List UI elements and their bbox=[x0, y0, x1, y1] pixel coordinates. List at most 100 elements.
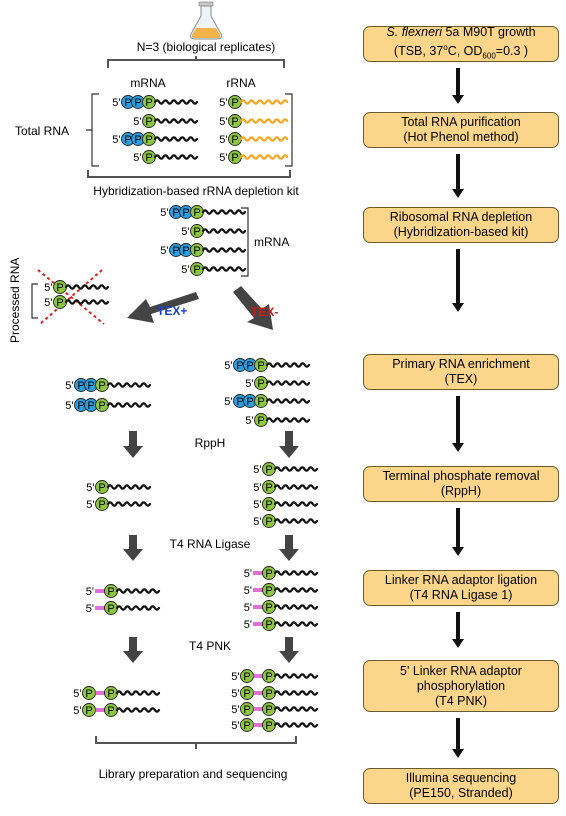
rna-strand bbox=[115, 605, 161, 611]
rna-strand bbox=[273, 466, 319, 472]
phosphate-label: P bbox=[77, 380, 84, 392]
phosphate-label: P bbox=[87, 380, 94, 392]
phosphate-label: P bbox=[85, 705, 92, 717]
step-label: Total RNA purification bbox=[401, 115, 521, 129]
rna-strand bbox=[153, 118, 199, 124]
five-prime-label: 5' bbox=[253, 516, 261, 528]
phosphate-label: P bbox=[134, 134, 141, 146]
phosphate-label: P bbox=[56, 297, 63, 309]
five-prime-label: 5' bbox=[86, 603, 94, 615]
flask-icon bbox=[190, 1, 222, 40]
flow-arrow-head bbox=[452, 749, 464, 758]
rna-strand bbox=[106, 501, 152, 507]
phosphate-label: P bbox=[246, 396, 253, 408]
rna-strand bbox=[239, 118, 289, 124]
rrna-header: rRNA bbox=[226, 76, 255, 90]
step-label: Ribosomal RNA depletion bbox=[389, 210, 533, 224]
phosphate-label: P bbox=[172, 245, 179, 257]
rna-strand bbox=[106, 484, 152, 490]
mrna-bracket-label: mRNA bbox=[254, 235, 289, 249]
step-arrows bbox=[123, 431, 299, 663]
flow-arrow-head bbox=[452, 189, 464, 198]
phosphate-label: P bbox=[243, 688, 250, 700]
step-adaptor-ligation: Linker RNA adaptor ligation (T4 RNA Liga… bbox=[363, 570, 559, 606]
phosphate-label: P bbox=[145, 134, 152, 146]
phosphate-label: P bbox=[98, 482, 105, 494]
rna-strand bbox=[273, 604, 319, 610]
rna-strand bbox=[115, 707, 161, 713]
five-prime-label: 5' bbox=[219, 116, 227, 128]
step-label: Illumina sequencing bbox=[405, 771, 517, 785]
five-prime-label: 5' bbox=[245, 415, 253, 427]
depletion-kit-label: Hybridization-based rRNA depletion kit bbox=[93, 184, 299, 198]
step-sublabel: (T4 RNA Ligase 1) bbox=[409, 588, 513, 602]
replicates-label: N=3 (biological replicates) bbox=[137, 40, 275, 54]
five-prime-label: 5' bbox=[231, 688, 239, 700]
phosphate-label: P bbox=[265, 464, 272, 476]
five-prime-label: 5' bbox=[44, 297, 52, 309]
rna-strand bbox=[201, 247, 247, 253]
rna-strand bbox=[239, 154, 289, 160]
step-sublabel: phosphorylation bbox=[416, 678, 506, 693]
step-rrna-depletion: Ribosomal RNA depletion (Hybridization-b… bbox=[363, 207, 559, 243]
phosphate-label: P bbox=[85, 688, 92, 700]
processed-rna-bracket bbox=[31, 283, 38, 319]
rna-strand bbox=[265, 380, 311, 386]
rna-strand bbox=[201, 209, 247, 215]
five-prime-label: 5' bbox=[231, 671, 239, 683]
phosphate-label: P bbox=[265, 619, 272, 631]
rna-strand bbox=[265, 417, 311, 423]
step-phosphate-removal: Terminal phosphate removal (RppH) bbox=[363, 466, 559, 502]
five-prime-label: 5' bbox=[231, 720, 239, 732]
phosphate-label: P bbox=[265, 688, 272, 700]
phosphate-label: P bbox=[257, 378, 264, 390]
five-prime-label: 5' bbox=[112, 134, 120, 146]
rna-strand bbox=[273, 570, 319, 576]
depletion-brace bbox=[87, 170, 291, 178]
phosphate-label: P bbox=[265, 516, 272, 528]
five-prime-label: 5' bbox=[133, 116, 141, 128]
five-prime-label: 5' bbox=[231, 704, 239, 716]
five-prime-label: 5' bbox=[244, 602, 252, 614]
phosphate-label: P bbox=[98, 380, 105, 392]
tex-plus-label: TEX+ bbox=[157, 304, 187, 318]
five-prime-label: 5' bbox=[245, 378, 253, 390]
five-prime-label: 5' bbox=[86, 586, 94, 598]
rna-strand bbox=[265, 398, 311, 404]
phosphate-label: P bbox=[107, 603, 114, 615]
five-prime-label: 5' bbox=[112, 97, 120, 109]
phosphate-label: P bbox=[124, 134, 131, 146]
phosphate-label: P bbox=[265, 499, 272, 511]
phosphate-label: P bbox=[98, 499, 105, 511]
phosphate-label: P bbox=[193, 226, 200, 238]
phosphate-label: P bbox=[265, 671, 272, 683]
library-brace bbox=[95, 736, 297, 749]
rna-strand bbox=[273, 484, 319, 490]
flow-arrow-head bbox=[452, 303, 464, 312]
step-sublabel: (RppH) bbox=[440, 484, 482, 498]
rna-strand bbox=[273, 706, 319, 712]
five-prime-label: 5' bbox=[181, 226, 189, 238]
tex-minus-label: TEX- bbox=[251, 305, 278, 319]
step-label: Terminal phosphate removal bbox=[382, 469, 540, 483]
five-prime-label: 5' bbox=[224, 396, 232, 408]
five-prime-label: 5' bbox=[44, 282, 52, 294]
step-label: Primary RNA enrichment bbox=[392, 357, 530, 371]
mrna-header: mRNA bbox=[130, 76, 165, 90]
growth-label: 5a M90T growth bbox=[442, 24, 536, 39]
five-prime-label: 5' bbox=[86, 499, 94, 511]
t4-pnk-label: T4 PNK bbox=[189, 639, 231, 653]
phosphate-label: P bbox=[107, 586, 114, 598]
step-sublabel: (TEX) bbox=[444, 372, 478, 386]
t4-ligase-label: T4 RNA Ligase bbox=[170, 537, 251, 551]
total-rna-label: Total RNA bbox=[15, 124, 69, 138]
phosphate-label: P bbox=[77, 400, 84, 412]
rpph-label: RppH bbox=[195, 436, 226, 450]
phosphate-label: P bbox=[243, 671, 250, 683]
five-prime-label: 5' bbox=[219, 97, 227, 109]
five-prime-label: 5' bbox=[133, 152, 141, 164]
rna-strand bbox=[273, 673, 319, 679]
phosphate-label: P bbox=[231, 116, 238, 128]
phosphate-label: P bbox=[98, 400, 105, 412]
rna-strand bbox=[273, 587, 319, 593]
